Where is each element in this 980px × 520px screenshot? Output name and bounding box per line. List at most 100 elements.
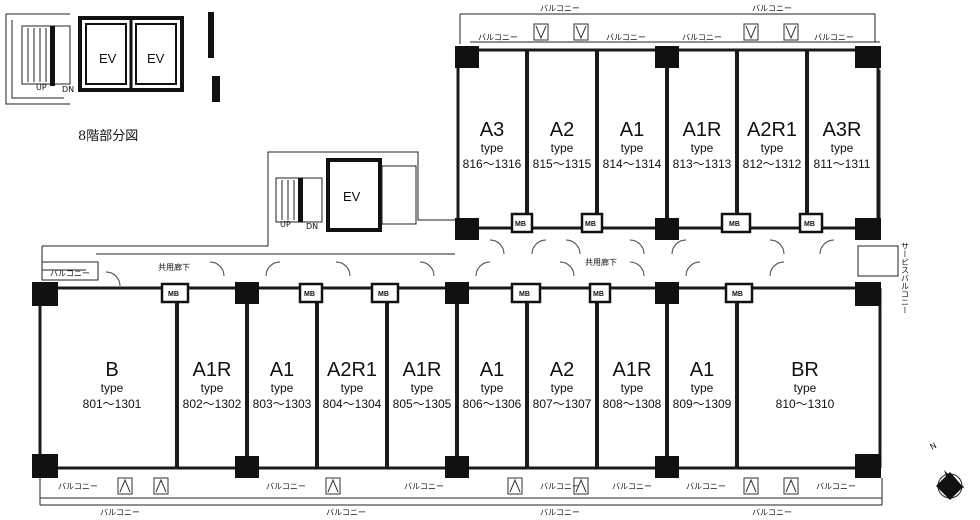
unit-name: A2 <box>550 119 574 141</box>
unit-name: A3R <box>823 119 862 141</box>
north-label: N <box>929 441 939 452</box>
top-unit-labels: A3 type 816～1316 A2 type 815～1315 A1 typ… <box>463 119 871 171</box>
balcony-label-bottom-1: バルコニー <box>100 508 140 517</box>
balcony-label-b7: バルコニー <box>816 482 856 491</box>
unit-type: type <box>761 141 784 155</box>
mb-label: MB <box>593 291 604 298</box>
dn-label-1: DN <box>62 85 74 94</box>
page-title: 8階部分図 <box>78 129 138 144</box>
columns <box>32 46 881 478</box>
mb-label: MB <box>519 291 530 298</box>
ev-label-2: EV <box>147 51 165 66</box>
unit-range: 809～1309 <box>673 397 732 411</box>
unit-name: A1R <box>193 359 232 381</box>
unit-range: 802～1302 <box>183 397 242 411</box>
bottom-unit-labels: B type 801～1301 A1R type 802～1302 A1 typ… <box>83 359 835 411</box>
walls <box>38 48 882 470</box>
unit-range: 816～1316 <box>463 157 522 171</box>
unit-range: 804～1304 <box>323 397 382 411</box>
unit-range: 805～1305 <box>393 397 452 411</box>
unit-name: A1R <box>683 119 722 141</box>
ev-label-1: EV <box>99 51 117 66</box>
dn-label-2: DN <box>306 222 318 231</box>
balcony-label-b3: バルコニー <box>404 482 444 491</box>
unit-type: type <box>201 381 224 395</box>
corridor-label-right: 共用廊下 <box>585 257 617 267</box>
unit-name: A1 <box>690 359 714 381</box>
bottom-dividers <box>175 288 739 468</box>
balcony-label-a3r: バルコニー <box>814 33 854 42</box>
mb-label: MB <box>729 221 740 228</box>
balcony-label-b2: バルコニー <box>266 482 306 491</box>
outline-lines <box>5 13 899 506</box>
balcony-label-service-left: バルコニー <box>50 269 90 278</box>
unit-type: type <box>551 141 574 155</box>
mb-label: MB <box>304 291 315 298</box>
unit-range: 807～1307 <box>533 397 592 411</box>
balcony-label-bottom-4: バルコニー <box>752 508 792 517</box>
balcony-label-b5: バルコニー <box>612 482 652 491</box>
mb-boxes <box>160 212 824 304</box>
balcony-label-a1r: バルコニー <box>682 33 722 42</box>
balcony-label-bottom-2: バルコニー <box>326 508 366 517</box>
unit-type: type <box>341 381 364 395</box>
unit-range: 812～1312 <box>743 157 802 171</box>
mb-label: MB <box>168 291 179 298</box>
up-label-2: UP <box>280 220 291 229</box>
unit-range: 808～1308 <box>603 397 662 411</box>
balcony-label-b6: バルコニー <box>686 482 726 491</box>
balcony-label-b4: バルコニー <box>540 482 580 491</box>
unit-name: A2R1 <box>327 359 377 381</box>
unit-range: 815～1315 <box>533 157 592 171</box>
unit-name: A2 <box>550 359 574 381</box>
ev-label-3: EV <box>343 189 361 204</box>
unit-name: A3 <box>480 119 504 141</box>
mb-label: MB <box>378 291 389 298</box>
north-arrow-icon <box>936 470 964 500</box>
unit-type: type <box>621 141 644 155</box>
balcony-label-top-2: バルコニー <box>752 4 792 13</box>
unit-range: 810～1310 <box>776 397 835 411</box>
unit-type: type <box>481 381 504 395</box>
top-dividers <box>525 50 809 228</box>
unit-range: 811～1311 <box>814 157 871 171</box>
balcony-label-a3: バルコニー <box>478 33 518 42</box>
unit-type: type <box>271 381 294 395</box>
corridor-label-left: 共用廊下 <box>158 262 190 272</box>
unit-name: A1 <box>270 359 294 381</box>
unit-name: B <box>105 359 118 381</box>
unit-range: 801～1301 <box>83 397 142 411</box>
unit-type: type <box>411 381 434 395</box>
up-label-1: UP <box>36 83 47 92</box>
topleft-core <box>21 12 220 102</box>
unit-range: 814～1314 <box>603 157 662 171</box>
unit-name: A2R1 <box>747 119 797 141</box>
balcony-label-b1: バルコニー <box>58 482 98 491</box>
mb-label: MB <box>732 291 743 298</box>
unit-name: A1 <box>480 359 504 381</box>
unit-type: type <box>481 141 504 155</box>
unit-type: type <box>621 381 644 395</box>
unit-range: 806～1306 <box>463 397 522 411</box>
mb-label: MB <box>585 221 596 228</box>
ac-units <box>117 23 799 495</box>
service-balcony-label: サービスバルコニー <box>901 242 910 314</box>
balcony-label-bottom-3: バルコニー <box>540 508 580 517</box>
unit-type: type <box>691 381 714 395</box>
mb-label: MB <box>515 221 526 228</box>
central-core <box>275 158 417 232</box>
unit-type: type <box>101 381 124 395</box>
unit-range: 803～1303 <box>253 397 312 411</box>
unit-type: type <box>691 141 714 155</box>
unit-type: type <box>831 141 854 155</box>
unit-range: 813～1313 <box>673 157 732 171</box>
unit-name: A1 <box>620 119 644 141</box>
door-swings <box>105 239 835 287</box>
balcony-label-top-1: バルコニー <box>540 4 580 13</box>
mb-labels: MB MB MB MB MB MB MB MB MB MB <box>168 221 815 298</box>
unit-type: type <box>794 381 817 395</box>
mb-label: MB <box>804 221 815 228</box>
unit-type: type <box>551 381 574 395</box>
unit-name: A1R <box>403 359 442 381</box>
